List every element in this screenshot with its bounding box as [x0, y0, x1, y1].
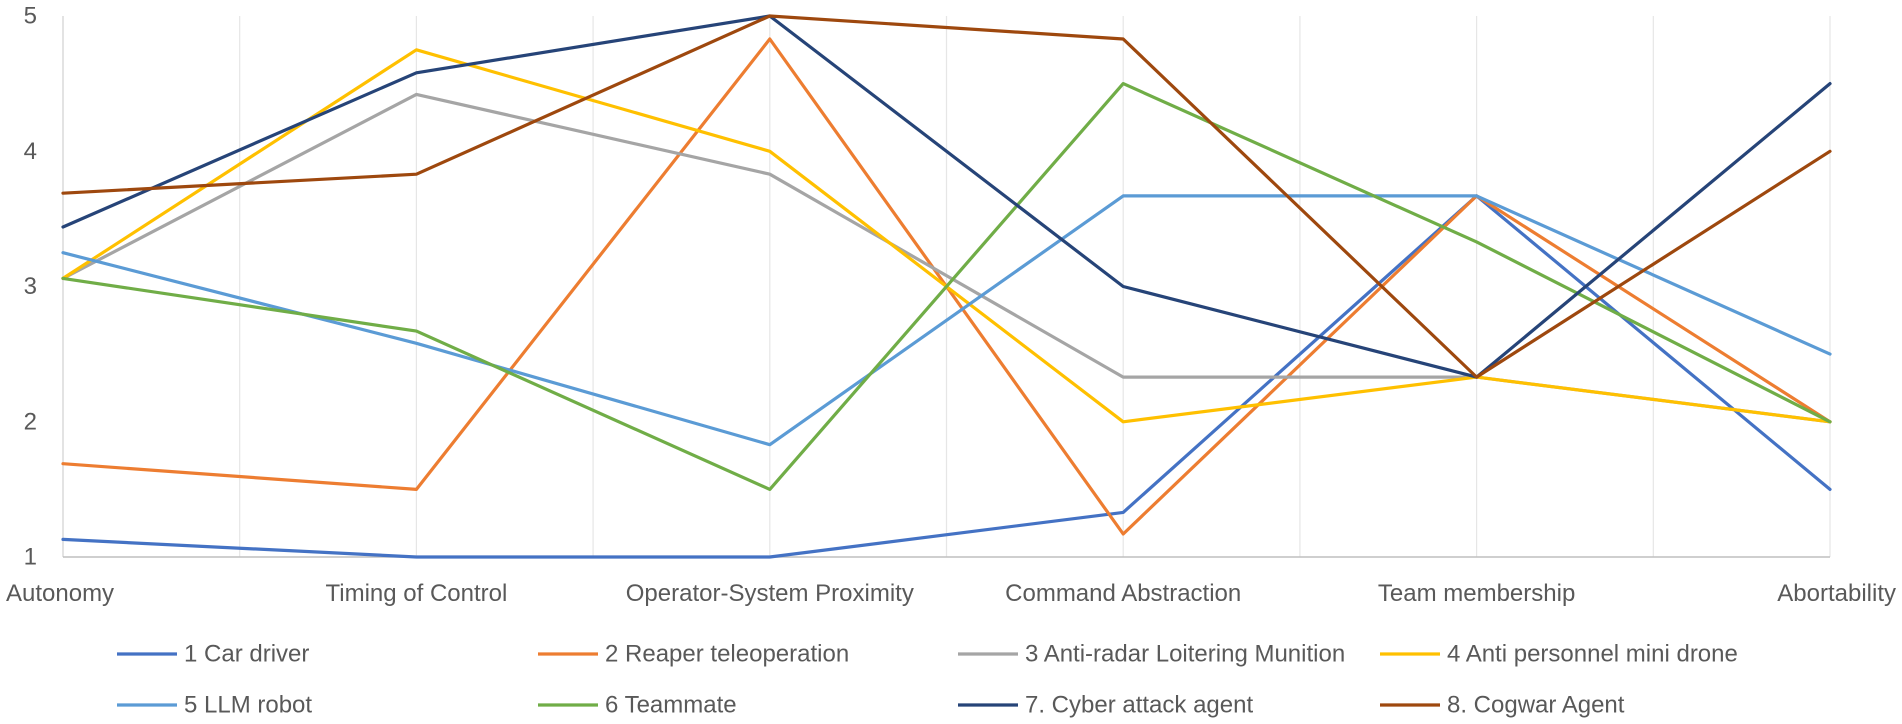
series-line-8 [61, 14, 1832, 379]
x-tick-label: Team membership [1378, 580, 1575, 607]
y-tick-label: 2 [24, 408, 37, 435]
series-line-6 [61, 81, 1832, 491]
series-lines [61, 14, 1832, 559]
legend-item-1: 1 Car driver [117, 641, 309, 668]
y-tick-label: 1 [24, 544, 37, 571]
legend-label: 8. Cogwar Agent [1447, 692, 1625, 719]
legend-label: 2 Reaper teleoperation [605, 641, 849, 668]
legend-label: 5 LLM robot [184, 692, 312, 719]
series-line-5 [61, 194, 1832, 447]
x-tick-label: Operator-System Proximity [626, 580, 914, 607]
x-tick-label: Timing of Control [325, 580, 507, 607]
y-tick-label: 4 [24, 138, 37, 165]
legend-item-5: 5 LLM robot [117, 692, 312, 719]
legend-label: 6 Teammate [605, 692, 737, 719]
legend-item-2: 2 Reaper teleoperation [538, 641, 849, 668]
legend-item-3: 3 Anti-radar Loitering Munition [958, 641, 1345, 668]
legend: 1 Car driver 2 Reaper teleoperation 3 Anti… [117, 641, 1738, 719]
legend-item-4: 4 Anti personnel mini drone [1380, 641, 1738, 668]
legend-label: 7. Cyber attack agent [1025, 692, 1253, 719]
x-axis [62, 16, 1830, 558]
y-tick-label: 5 [24, 3, 37, 30]
y-tick-label: 3 [24, 273, 37, 300]
legend-label: 3 Anti-radar Loitering Munition [1025, 641, 1345, 668]
legend-label: 4 Anti personnel mini drone [1447, 641, 1738, 668]
x-tick-label: Command Abstraction [1005, 580, 1241, 607]
y-axis-ticks: 1 2 3 4 5 [24, 3, 37, 571]
legend-label: 1 Car driver [184, 641, 309, 668]
series-line-1 [61, 194, 1832, 559]
series-line-7 [61, 14, 1832, 379]
x-tick-label: Autonomy [6, 580, 114, 607]
legend-item-8: 8. Cogwar Agent [1380, 692, 1625, 719]
legend-item-6: 6 Teammate [538, 692, 737, 719]
legend-item-7: 7. Cyber attack agent [958, 692, 1253, 719]
x-axis-ticks: Autonomy Timing of Control Operator-System… [6, 580, 1896, 607]
gridlines [239, 16, 1831, 557]
x-tick-label: Abortability [1777, 580, 1896, 607]
